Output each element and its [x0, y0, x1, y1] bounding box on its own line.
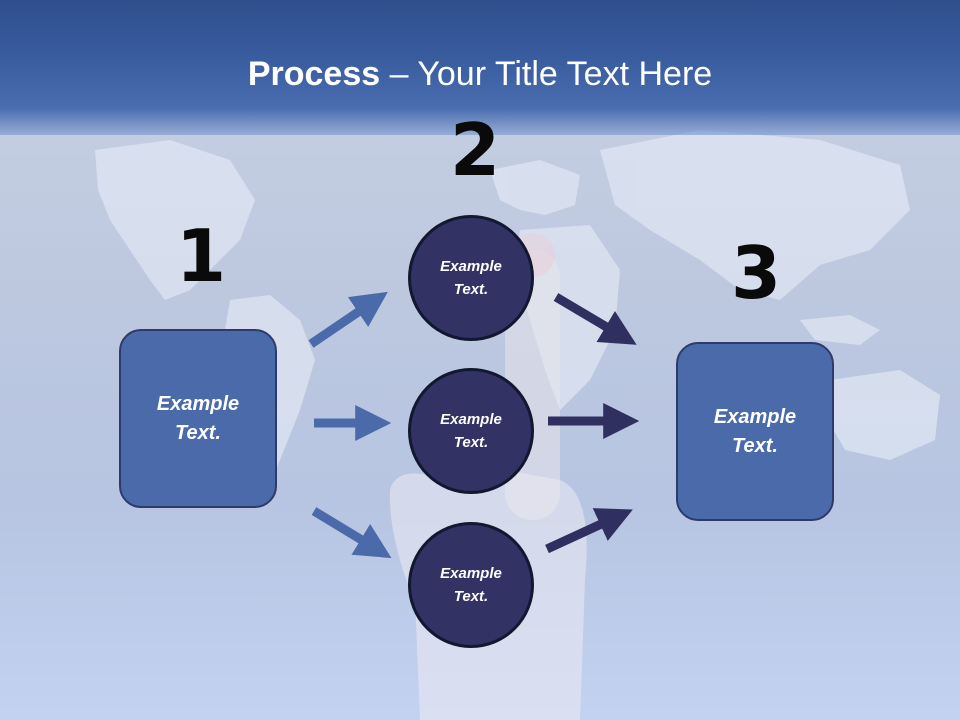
circle-top-text: Example Text.	[440, 258, 502, 298]
arrow-right-down	[545, 508, 633, 554]
step-2-circle-bottom: Example Text.	[408, 522, 534, 648]
circle-middle-text: Example Text.	[440, 411, 502, 451]
step-number-1: 1	[176, 214, 227, 298]
slide-title: Process – Your Title Text Here	[0, 52, 960, 96]
arrow-left-up	[308, 291, 388, 348]
step-1-box: Example Text.	[119, 329, 277, 508]
arrow-left-down	[311, 507, 392, 559]
title-bold: Process	[247, 55, 381, 93]
title-bar	[0, 0, 960, 135]
title-rest: – Your Title Text Here	[380, 55, 713, 93]
step-2-circle-middle: Example Text.	[408, 368, 534, 494]
arrow-right-up	[553, 293, 637, 345]
step-number-2: 2	[450, 108, 501, 192]
step-3-box: Example Text.	[676, 342, 834, 521]
step-2-circle-top: Example Text.	[408, 215, 534, 341]
circle-bottom-text: Example Text.	[440, 565, 502, 605]
step-1-text: Example Text.	[156, 392, 240, 444]
step-number-3: 3	[731, 231, 782, 315]
step-3-text: Example Text.	[713, 405, 797, 457]
